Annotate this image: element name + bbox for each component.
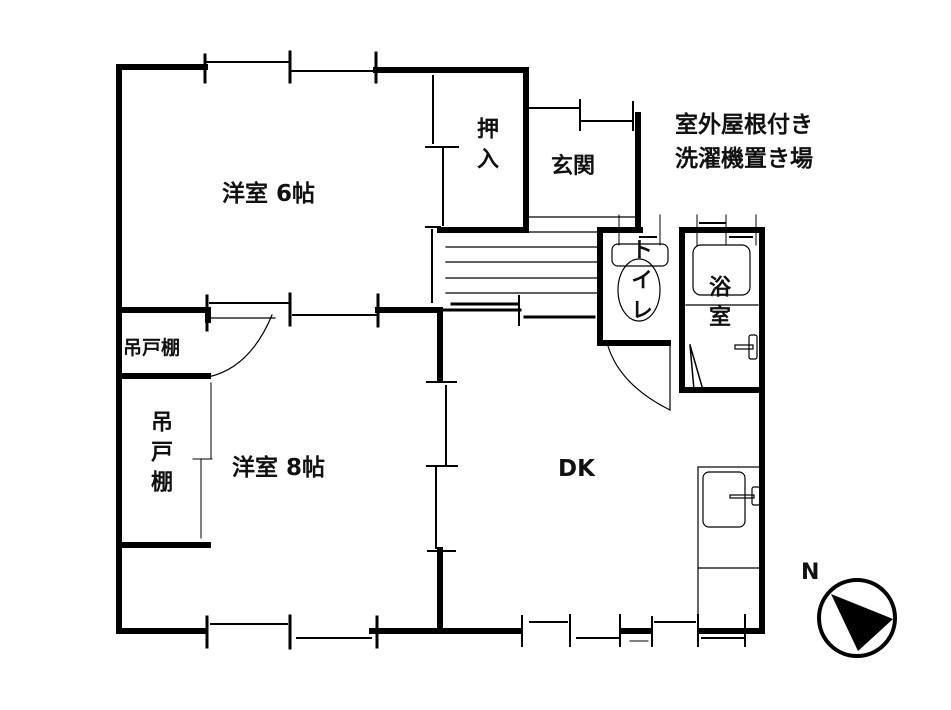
room-label-toilet: トイレ <box>627 238 652 328</box>
laundry-note-line2: 洗濯機置き場 <box>675 146 813 172</box>
corridor-lines <box>445 216 639 294</box>
compass-north-label: N <box>801 560 820 585</box>
room-label-closet: 押入 <box>473 117 498 177</box>
room-label-hanging-shelf-side: 吊戸棚 <box>147 410 172 500</box>
room-label-bathroom: 浴室 <box>705 275 730 335</box>
room-label-western-8: 洋室 8帖 <box>232 455 326 481</box>
room-label-dk: DK <box>558 456 595 482</box>
room-label-western-6: 洋室 6帖 <box>222 181 316 207</box>
doors <box>207 314 704 411</box>
fixtures <box>611 243 762 631</box>
laundry-note-line1: 室外屋根付き <box>675 112 813 138</box>
windows <box>192 50 757 650</box>
north-arrow-icon <box>817 578 897 658</box>
laundry-note: 室外屋根付き 洗濯機置き場 <box>675 108 813 176</box>
compass-symbol <box>817 578 897 658</box>
room-label-hanging-shelf-top: 吊戸棚 <box>123 337 181 359</box>
walls <box>116 64 765 634</box>
room-label-entrance: 玄関 <box>551 154 596 179</box>
